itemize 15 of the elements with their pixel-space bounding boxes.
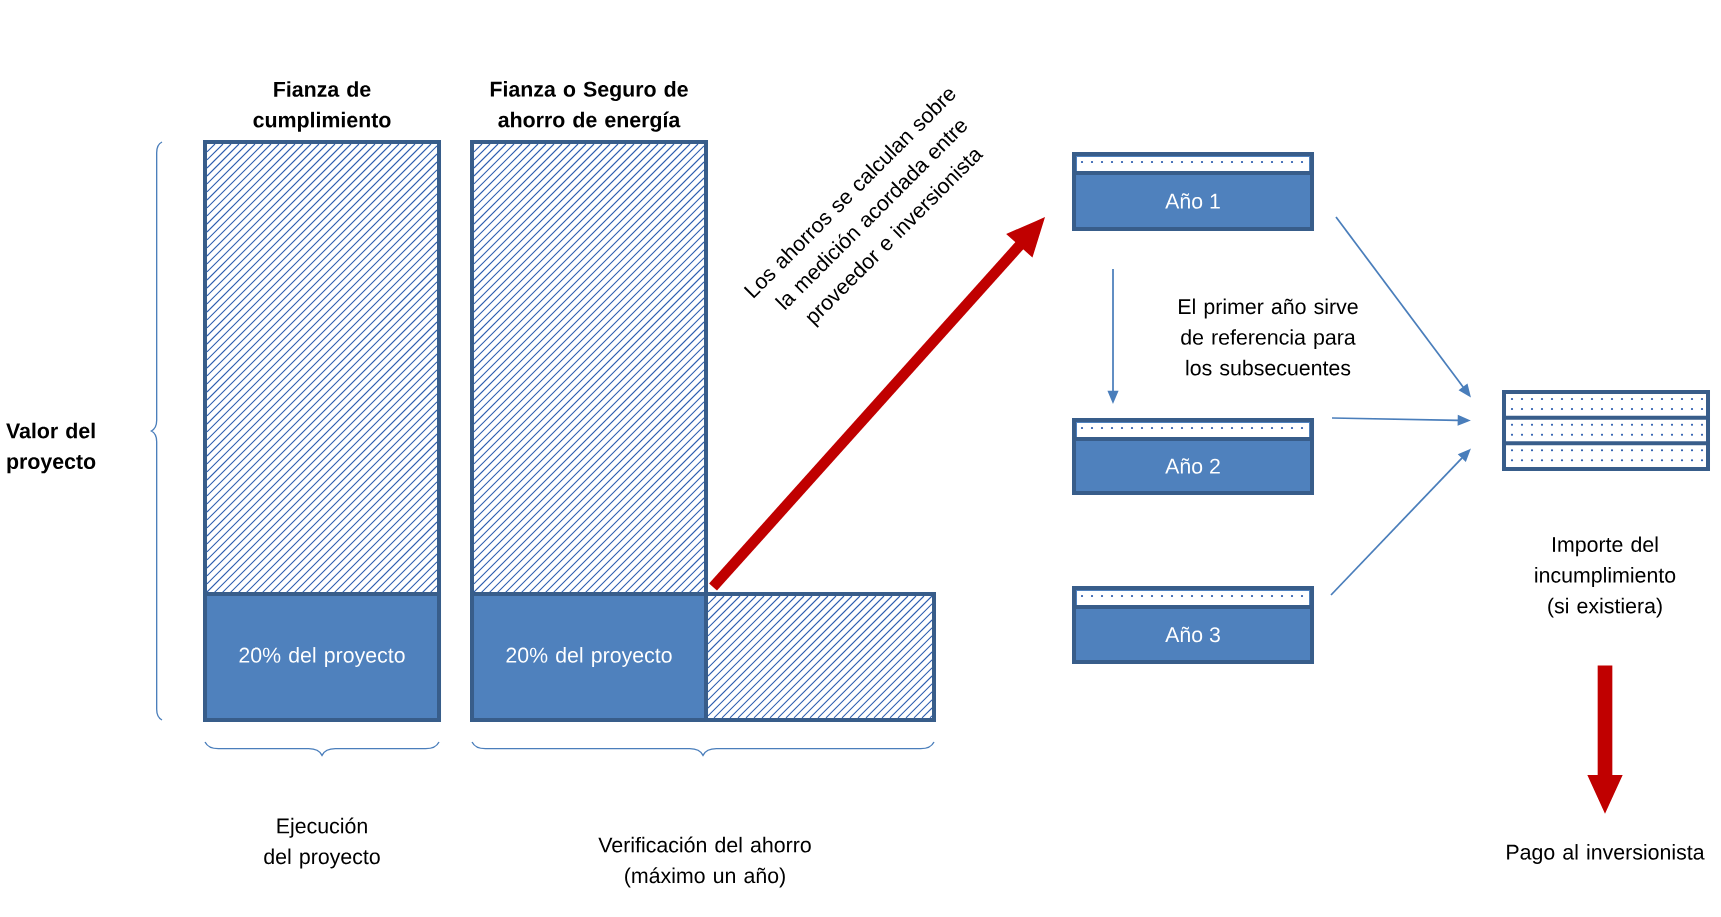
column-heading: Fianza o Seguro de ahorro de energía bbox=[490, 81, 688, 132]
hatched-box bbox=[704, 592, 936, 722]
stacked-bars bbox=[1502, 390, 1710, 471]
filled-box: 20% del proyecto bbox=[203, 592, 441, 722]
column-heading: Fianza de cumplimiento bbox=[253, 81, 391, 132]
text-label: Verificación del ahorro (máximo un año) bbox=[598, 836, 811, 888]
year-box: Año 3 bbox=[1072, 586, 1314, 664]
text-label: Importe del incumplimiento (si existiera) bbox=[1535, 536, 1676, 618]
text-label: Valor del proyecto bbox=[6, 422, 96, 474]
edge-label: El primer año sirve de referencia para los subsecuentes bbox=[1179, 298, 1358, 376]
text-label: Pago al inversionista bbox=[1507, 844, 1705, 864]
year-box: Año 1 bbox=[1072, 152, 1314, 231]
filled-box: 20% del proyecto bbox=[470, 592, 708, 722]
text-label: Ejecución del proyecto bbox=[264, 817, 380, 869]
year-box: Año 2 bbox=[1072, 418, 1314, 495]
